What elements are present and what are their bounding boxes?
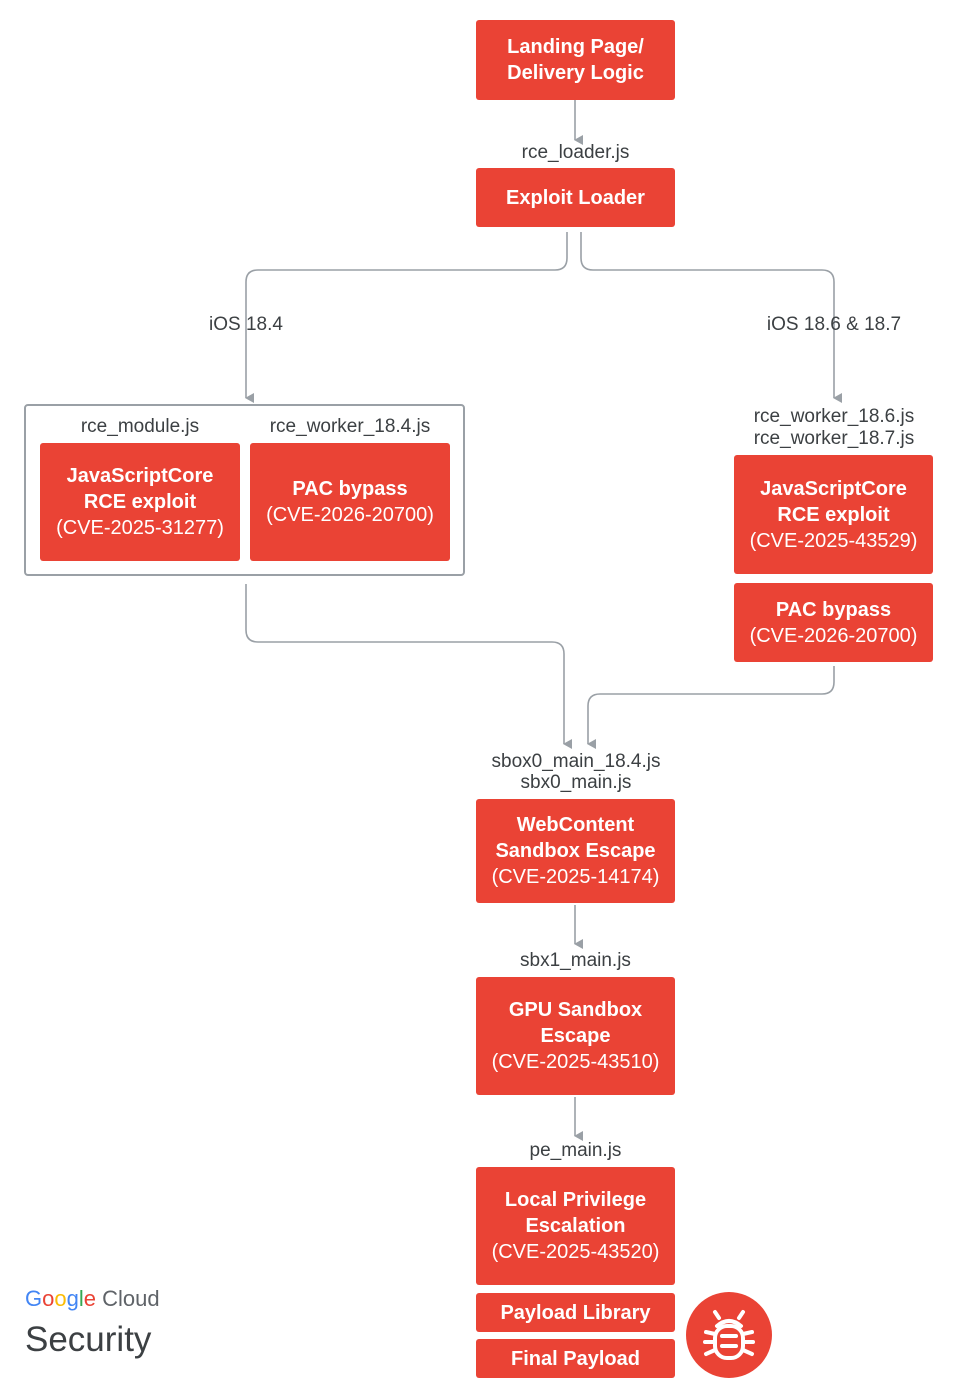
security-word: Security bbox=[25, 1320, 152, 1359]
ios-186-187-label: iOS 18.6 & 18.7 bbox=[766, 314, 902, 335]
gpu-cve: (CVE-2025-43510) bbox=[491, 1051, 660, 1073]
pac-186-cve: (CVE-2026-20700) bbox=[749, 624, 918, 647]
jsc-184-title-line1: JavaScriptCore bbox=[66, 465, 214, 487]
local-privilege-escalation-node: Local Privilege Escalation (CVE-2025-435… bbox=[476, 1167, 675, 1285]
jsc-rce-186-node: JavaScriptCore RCE exploit (CVE-2025-435… bbox=[734, 455, 933, 574]
lpe-cve: (CVE-2025-43520) bbox=[491, 1241, 660, 1263]
lpe-title-line2: Escalation bbox=[525, 1215, 626, 1237]
google-cloud-wordmark: Google Cloud bbox=[25, 1286, 160, 1312]
rce-worker-184-label: rce_worker_18.4.js bbox=[269, 416, 431, 437]
pac-186-title: PAC bypass bbox=[775, 598, 892, 621]
jsc-186-title-line2: RCE exploit bbox=[777, 503, 890, 526]
gpu-title-line2: Escape bbox=[540, 1025, 611, 1047]
google-word: Google bbox=[25, 1286, 96, 1311]
edge-group184-to-webcontent bbox=[245, 584, 572, 749]
ios-184-label: iOS 18.4 bbox=[209, 314, 283, 335]
google-letter: g bbox=[66, 1286, 79, 1311]
google-letter: o bbox=[54, 1286, 67, 1311]
edge-loader-to-ios186 bbox=[580, 232, 842, 403]
sbox0-main-184-label: sbox0_main_18.4.js bbox=[491, 751, 661, 772]
edge-loader-to-ios184 bbox=[245, 232, 568, 403]
edge-pac186-to-webcontent bbox=[587, 666, 835, 749]
jsc-rce-184-node: JavaScriptCore RCE exploit (CVE-2025-312… bbox=[40, 443, 240, 561]
jsc-186-cve: (CVE-2025-43529) bbox=[749, 529, 918, 552]
gpu-sandbox-escape-node: GPU Sandbox Escape (CVE-2025-43510) bbox=[476, 977, 675, 1095]
exploit-loader-node: Exploit Loader bbox=[476, 168, 675, 227]
landing-title-line1: Landing Page/ bbox=[507, 36, 644, 58]
gpu-title-line1: GPU Sandbox bbox=[508, 999, 643, 1021]
sbx1-main-label: sbx1_main.js bbox=[520, 950, 631, 971]
pac-bypass-186-node: PAC bypass (CVE-2026-20700) bbox=[734, 583, 933, 662]
pac-184-title: PAC bypass bbox=[292, 478, 408, 500]
google-letter: o bbox=[42, 1286, 55, 1311]
landing-title-line2: Delivery Logic bbox=[507, 62, 644, 84]
google-letter: l bbox=[78, 1286, 84, 1311]
sbx0-main-label: sbx0_main.js bbox=[520, 772, 632, 793]
landing-page-node: Landing Page/ Delivery Logic bbox=[476, 20, 675, 100]
jsc-184-cve: (CVE-2025-31277) bbox=[56, 517, 224, 539]
pe-main-label: pe_main.js bbox=[529, 1140, 622, 1161]
webcontent-title-line2: Sandbox Escape bbox=[495, 840, 656, 862]
webcontent-title-line1: WebContent bbox=[516, 814, 635, 836]
payload-library-node: Payload Library bbox=[476, 1293, 675, 1332]
final-payload-title: Final Payload bbox=[511, 1347, 640, 1370]
webcontent-sandbox-escape-node: WebContent Sandbox Escape (CVE-2025-1417… bbox=[476, 799, 675, 903]
bug-icon bbox=[686, 1292, 772, 1378]
rce-worker-186-label: rce_worker_18.6.js bbox=[753, 406, 915, 427]
pac-bypass-184-node: PAC bypass (CVE-2026-20700) bbox=[250, 443, 450, 561]
google-cloud-security-logo: Google Cloud Security bbox=[25, 1286, 160, 1360]
rce-worker-187-label: rce_worker_18.7.js bbox=[753, 428, 915, 449]
loader-title: Exploit Loader bbox=[506, 186, 645, 209]
google-letter: e bbox=[83, 1286, 97, 1311]
rce-module-label: rce_module.js bbox=[80, 416, 200, 437]
final-payload-node: Final Payload bbox=[476, 1339, 675, 1378]
jsc-186-title-line1: JavaScriptCore bbox=[760, 477, 907, 500]
pac-184-cve: (CVE-2026-20700) bbox=[266, 504, 434, 526]
ios-184-exploit-group bbox=[24, 404, 465, 576]
rce-loader-label: rce_loader.js bbox=[521, 142, 630, 163]
google-letter: G bbox=[25, 1286, 43, 1311]
payload-library-title: Payload Library bbox=[500, 1301, 651, 1324]
cloud-word: Cloud bbox=[102, 1286, 160, 1311]
lpe-title-line1: Local Privilege bbox=[504, 1189, 647, 1211]
jsc-184-title-line2: RCE exploit bbox=[83, 491, 197, 513]
webcontent-cve: (CVE-2025-14174) bbox=[491, 866, 660, 888]
